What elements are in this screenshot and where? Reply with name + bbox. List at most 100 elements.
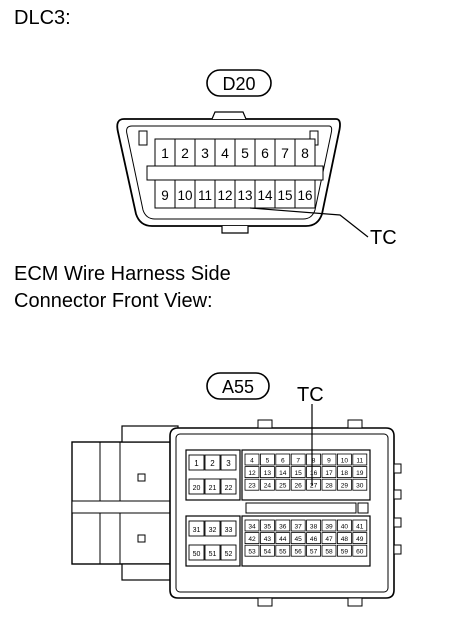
dlc3-pin-box [294, 179, 316, 209]
ecm-pin-label: 31 [193, 527, 201, 534]
dlc3-tc-callout: TC [370, 227, 397, 249]
ecm-pin-box [321, 478, 337, 491]
ecm-connector: A55 TC 1 [71, 372, 402, 607]
ecm-housing-tab [257, 597, 273, 607]
ecm-code-label: A55 [222, 377, 254, 397]
ecm-pin-label: 36 [279, 523, 287, 530]
ecm-lever-rivet [137, 534, 146, 543]
ecm-pin-box [321, 519, 337, 532]
ecm-pin-label: 22 [225, 485, 233, 492]
ecm-pin-box [352, 532, 368, 544]
ecm-pin-label: 1 [194, 459, 199, 468]
ecm-pin-label: 2 [210, 459, 215, 468]
ecm-divider-bar [245, 502, 357, 514]
ecm-pin-box [259, 544, 275, 557]
ecm-pin-label: 8 [312, 457, 316, 464]
ecm-pin-box [352, 466, 368, 479]
ecm-pin-box [204, 478, 221, 495]
ecm-pin-label: 60 [356, 549, 364, 556]
ecm-pin-label: 43 [264, 536, 272, 543]
ecm-pin-label: 18 [341, 470, 349, 477]
ecm-pin-label: 46 [310, 536, 318, 543]
ecm-pin-label: 25 [279, 483, 287, 490]
ecm-pin-label: 53 [248, 549, 256, 556]
ecm-pin-box [204, 454, 221, 471]
ecm-pin-label: 21 [209, 485, 217, 492]
ecm-heading-line1: ECM Wire Harness Side [14, 263, 231, 285]
ecm-block-b: 31 32 33 50 51 52 [185, 515, 241, 567]
ecm-pin-label: 55 [279, 549, 287, 556]
ecm-pin-label: 39 [325, 523, 333, 530]
dlc3-pin-label: 4 [221, 145, 229, 161]
ecm-pin-label: 28 [325, 483, 333, 490]
ecm-pin-label: 41 [356, 523, 364, 530]
ecm-pin-label: 27 [310, 483, 318, 490]
dlc3-pin-label: 16 [297, 188, 312, 203]
ecm-pin-label: 32 [209, 527, 217, 534]
ecm-pin-box [306, 519, 322, 532]
ecm-pin-box [321, 466, 337, 479]
dlc3-pin-label: 2 [181, 145, 189, 161]
ecm-side-latch [393, 489, 402, 500]
ecm-pin-box [244, 453, 260, 466]
ecm-pin-box [244, 519, 260, 532]
ecm-pin-box [352, 519, 368, 532]
ecm-pin-label: 44 [279, 536, 287, 543]
ecm-pin-box [259, 519, 275, 532]
ecm-pin-box [306, 466, 322, 479]
ecm-pin-label: 23 [248, 483, 256, 490]
ecm-pin-label: 59 [341, 549, 349, 556]
ecm-pin-box [220, 520, 237, 537]
ecm-pin-label: 50 [193, 551, 201, 558]
ecm-pin-label: 6 [281, 457, 285, 464]
ecm-pin-box [336, 544, 352, 557]
ecm-pin-box [352, 544, 368, 557]
ecm-pin-box [336, 478, 352, 491]
ecm-pin-box [275, 532, 291, 544]
ecm-pin-label: 57 [310, 549, 318, 556]
ecm-pin-box [321, 544, 337, 557]
ecm-pin-box [336, 532, 352, 544]
ecm-pin-label: 58 [325, 549, 333, 556]
dlc3-pin-label: 14 [257, 188, 273, 203]
ecm-pin-box [336, 453, 352, 466]
ecm-pin-box [306, 544, 322, 557]
ecm-pin-box [290, 466, 306, 479]
ecm-pin-box [188, 544, 205, 561]
ecm-pin-box [336, 466, 352, 479]
ecm-pin-box [204, 544, 221, 561]
ecm-pin-label: 37 [295, 523, 303, 530]
dlc3-inner-shell [126, 125, 333, 220]
dlc3-pin-label: 11 [198, 188, 212, 203]
ecm-pin-box [306, 478, 322, 491]
ecm-pin-box [204, 520, 221, 537]
ecm-pin-box [275, 466, 291, 479]
ecm-pin-label: 5 [266, 457, 270, 464]
dlc3-heading: DLC3: [14, 7, 71, 29]
ecm-pin-label: 4 [250, 457, 254, 464]
dlc3-pin-label: 1 [161, 145, 169, 161]
ecm-pin-box [306, 453, 322, 466]
dlc3-tc-leader-line [249, 207, 369, 238]
ecm-tc-callout: TC [297, 384, 324, 406]
ecm-lever-rivet [137, 473, 146, 482]
ecm-pin-label: 34 [248, 523, 256, 530]
ecm-pin-label: 49 [356, 536, 364, 543]
ecm-pin-box [244, 532, 260, 544]
dlc3-top-pin-row: 1 2 3 4 5 6 7 8 [154, 138, 316, 167]
dlc3-top-latch [211, 111, 247, 120]
ecm-housing-tab [347, 597, 363, 607]
ecm-pin-label: 19 [356, 470, 364, 477]
ecm-pin-box [306, 532, 322, 544]
ecm-pin-label: 45 [295, 536, 303, 543]
ecm-pin-box [275, 478, 291, 491]
ecm-pin-box [188, 454, 205, 471]
ecm-pin-box [188, 520, 205, 537]
ecm-pin-label: 47 [325, 536, 333, 543]
dlc3-divider-bar [146, 165, 324, 181]
ecm-pin-label: 26 [295, 483, 303, 490]
dlc3-bottom-latch [221, 226, 249, 234]
dlc3-pin-label: 7 [281, 145, 289, 161]
